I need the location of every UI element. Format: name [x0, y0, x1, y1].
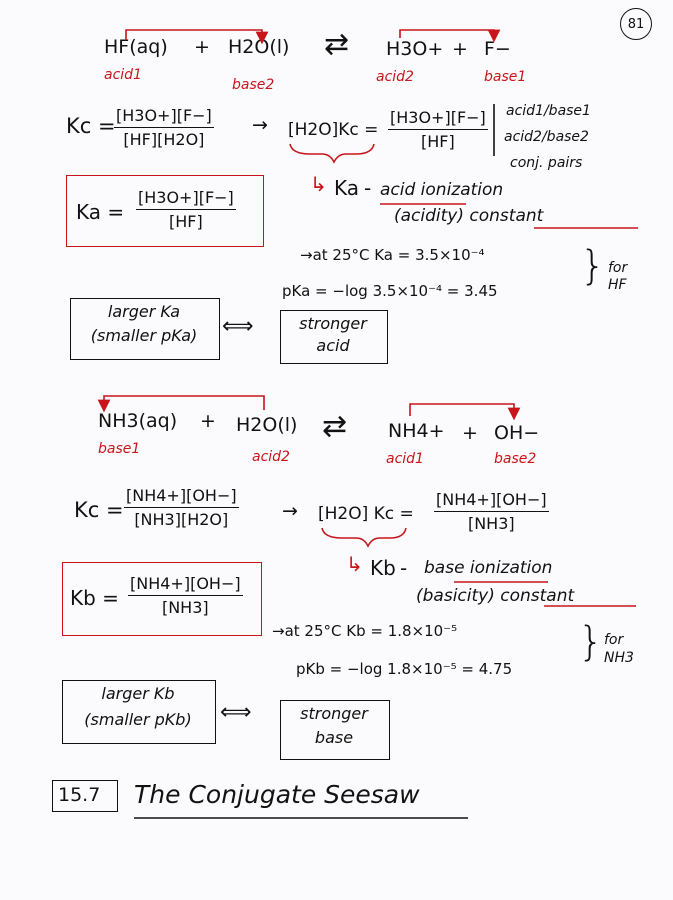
kc2-denominator: [HF] — [421, 132, 455, 151]
curly-brace: } — [578, 619, 604, 665]
kb-box-denominator: [NH3] — [161, 598, 209, 617]
for-hf-label: for HF — [608, 260, 628, 293]
plus-sign: + — [194, 36, 210, 58]
ka-box-fraction: [H3O+][F−] [HF] — [136, 188, 236, 231]
pairs-line3: conj. pairs — [510, 155, 583, 171]
h2o-kc: [H2O]Kc = — [288, 120, 379, 140]
dash: - — [364, 176, 372, 200]
pkb-value: pKb = −log 1.8×10⁻⁵ = 4.75 — [296, 660, 513, 678]
iff-arrow: ⟺ — [220, 700, 252, 725]
iff-arrow: ⟺ — [222, 314, 254, 339]
kb-box — [62, 562, 262, 636]
label-base1: base1 — [98, 441, 141, 457]
section-number: 15.7 — [58, 784, 101, 806]
kb-symbol: Kb — [370, 556, 396, 580]
kb-box-fraction: [NH4+][OH−] [NH3] — [128, 574, 243, 617]
larger-kb-box — [62, 680, 216, 744]
pka-value: pKa = −log 3.5×10⁻⁴ = 3.45 — [282, 282, 498, 300]
arrow-right: → — [282, 500, 298, 522]
kc-numerator: [H3O+][F−] — [114, 106, 214, 128]
label-acid1: acid1 — [386, 451, 424, 467]
section-number-box — [52, 780, 118, 812]
pairs-line2: acid2/base2 — [504, 129, 589, 145]
stronger-base-line2: base — [314, 728, 354, 747]
kb-desc-line2: (basicity) constant — [416, 586, 575, 606]
kc2-numerator: [NH4+][OH−] — [434, 490, 549, 512]
hydronium-product: H3O+ — [386, 38, 444, 60]
kc-numerator: [NH4+][OH−] — [124, 486, 239, 508]
larger-kb-line1: larger Kb — [101, 684, 175, 703]
larger-ka-box — [70, 298, 220, 360]
kc-symbol: Kc = — [66, 114, 116, 138]
kb-box-symbol: Kb = — [70, 586, 119, 610]
label-acid2: acid2 — [376, 69, 414, 85]
kc2-numerator: [H3O+][F−] — [388, 108, 488, 130]
kc-denominator: [HF][H2O] — [123, 130, 205, 149]
equilibrium-arrow: ⇄ — [324, 27, 350, 62]
hydroxide-product: OH− — [494, 422, 540, 444]
curly-brace: } — [580, 243, 606, 289]
nh3-reactant: NH3(aq) — [98, 410, 178, 432]
ka-box-numerator: [H3O+][F−] — [136, 188, 236, 210]
stronger-base-line1: stronger — [300, 704, 368, 723]
h2o-kc: [H2O] Kc = — [318, 504, 414, 524]
water-reactant: H2O(l) — [236, 414, 298, 436]
kc2-fraction: [NH4+][OH−] [NH3] — [434, 490, 549, 533]
fluoride-product: F− — [484, 38, 511, 60]
hf-reactant: HF(aq) — [104, 36, 168, 58]
plus-sign: + — [462, 422, 478, 444]
ka-box — [66, 175, 264, 247]
section-title: The Conjugate Seesaw — [134, 780, 420, 809]
plus-sign: + — [200, 410, 216, 432]
hook-arrow: ↳ — [346, 552, 363, 576]
stronger-acid-box — [280, 310, 388, 364]
larger-ka-line2: (smaller pKa) — [90, 326, 198, 345]
kb-value: →at 25°C Kb = 1.8×10⁻⁵ — [272, 622, 458, 640]
kb-desc-line1: base ionization — [424, 558, 553, 578]
hook-arrow: ↳ — [310, 172, 327, 196]
page-number: 81 — [620, 8, 652, 40]
stronger-base-box — [280, 700, 390, 760]
label-acid2: acid2 — [252, 449, 290, 465]
label-base1: base1 — [484, 69, 527, 85]
kc-fraction: [NH4+][OH−] [NH3][H2O] — [124, 486, 239, 529]
larger-ka-line1: larger Ka — [107, 302, 181, 321]
pairs-line1: acid1/base1 — [506, 103, 591, 119]
plus-sign: + — [452, 38, 468, 60]
stronger-acid-line2: acid — [316, 336, 350, 355]
larger-kb-line2: (smaller pKb) — [84, 710, 192, 729]
ka-value: →at 25°C Ka = 3.5×10⁻⁴ — [300, 246, 485, 264]
label-base2: base2 — [232, 77, 275, 93]
kc2-fraction: [H3O+][F−] [HF] — [388, 108, 488, 151]
equilibrium-arrow: ⇄ — [322, 409, 348, 444]
for-nh3-label: for NH3 — [604, 632, 634, 666]
ka-box-denominator: [HF] — [169, 212, 203, 231]
label-base2: base2 — [494, 451, 537, 467]
kb-box-numerator: [NH4+][OH−] — [128, 574, 243, 596]
stronger-acid-line1: stronger — [299, 314, 367, 333]
kc-denominator: [NH3][H2O] — [134, 510, 229, 529]
ka-desc-line1: acid ionization — [380, 180, 504, 200]
ka-desc-line2: (acidity) constant — [394, 206, 544, 226]
ammonium-product: NH4+ — [388, 420, 445, 442]
dash: - — [400, 556, 408, 580]
water-reactant: H2O(l) — [228, 36, 290, 58]
label-acid1: acid1 — [104, 67, 142, 83]
ka-symbol: Ka — [334, 176, 360, 200]
kc2-denominator: [NH3] — [467, 514, 515, 533]
arrow-right: → — [252, 114, 268, 136]
ka-box-symbol: Ka = — [76, 200, 125, 224]
kc-fraction: [H3O+][F−] [HF][H2O] — [114, 106, 214, 149]
kc-symbol: Kc = — [74, 498, 124, 522]
